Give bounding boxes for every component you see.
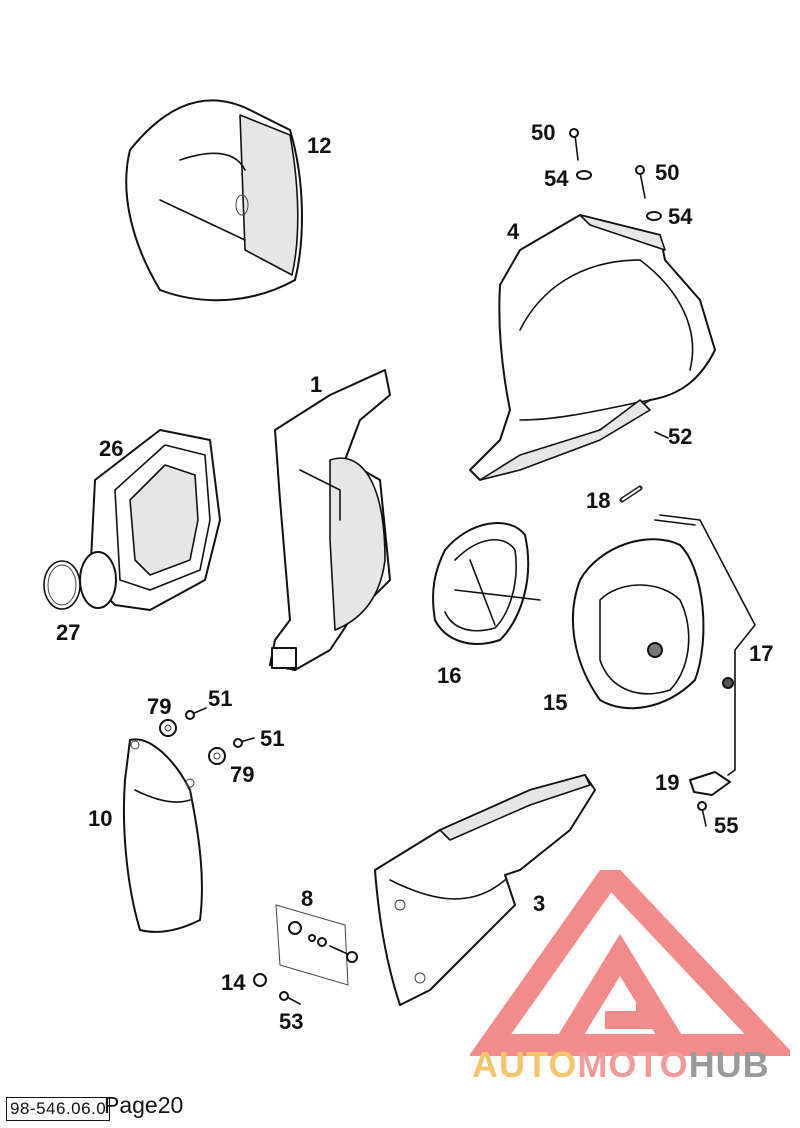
part-15-air-filter bbox=[571, 538, 705, 710]
callout-27: 27 bbox=[56, 620, 81, 645]
screw-51-b bbox=[233, 737, 255, 748]
nut-14 bbox=[253, 973, 267, 987]
screw-51-a bbox=[185, 707, 207, 720]
screw-52 bbox=[654, 431, 669, 439]
callout-26: 26 bbox=[99, 436, 124, 461]
logo-word-moto: MOTO bbox=[577, 1044, 689, 1085]
callout-53: 53 bbox=[279, 1009, 304, 1034]
washer-54-a bbox=[576, 170, 592, 180]
screw-53 bbox=[279, 991, 301, 1005]
callout-17: 17 bbox=[749, 641, 774, 666]
callout-14: 14 bbox=[221, 970, 246, 995]
callout-50: 50 bbox=[531, 120, 556, 145]
washer-54-b bbox=[646, 211, 662, 221]
callout-79: 79 bbox=[230, 762, 255, 787]
callout-55: 55 bbox=[714, 813, 739, 838]
part-12-airbox-cover bbox=[125, 99, 303, 302]
callout-4: 4 bbox=[507, 219, 520, 244]
part-8-fastener-kit bbox=[275, 904, 358, 986]
automotohub-logo bbox=[470, 870, 790, 1056]
callout-10: 10 bbox=[88, 806, 113, 831]
logo-word-hub: HUB bbox=[688, 1044, 770, 1085]
part-16-filter-cage bbox=[432, 522, 541, 645]
logo-wordmark: AUTOMOTOHUB bbox=[472, 1044, 770, 1086]
screw-55 bbox=[697, 801, 707, 827]
callout-52: 52 bbox=[668, 424, 693, 449]
callout-3: 3 bbox=[533, 891, 546, 916]
callout-50: 50 bbox=[655, 160, 680, 185]
grommet-79-b bbox=[208, 747, 226, 765]
callout-51: 51 bbox=[208, 686, 233, 711]
logo-word-auto: AUTO bbox=[472, 1044, 578, 1085]
callout-12: 12 bbox=[307, 133, 332, 158]
part-17-holder-rod bbox=[654, 514, 756, 776]
part-26-intake-boot bbox=[79, 429, 221, 611]
callout-54: 54 bbox=[544, 166, 569, 191]
callout-8: 8 bbox=[301, 886, 314, 911]
callout-15: 15 bbox=[543, 690, 568, 715]
part-1-filter-frame bbox=[269, 369, 391, 671]
part-4-airbox-housing bbox=[469, 214, 716, 481]
callout-19: 19 bbox=[655, 770, 680, 795]
part-19-bracket bbox=[689, 771, 731, 796]
callout-54: 54 bbox=[668, 204, 693, 229]
drawing-number: 98-546.06.0 bbox=[6, 1097, 111, 1121]
callout-79: 79 bbox=[147, 694, 172, 719]
part-27-hose-clamp bbox=[43, 560, 81, 610]
part-18-pin bbox=[619, 485, 643, 503]
callout-18: 18 bbox=[586, 488, 611, 513]
bolt-50-b bbox=[635, 165, 646, 199]
part-3-side-cover bbox=[374, 774, 596, 1006]
callout-1: 1 bbox=[310, 372, 323, 397]
part-10-side-panel bbox=[122, 738, 203, 933]
grommet-79-a bbox=[159, 719, 177, 737]
page-label: Page20 bbox=[104, 1092, 184, 1118]
callout-51: 51 bbox=[260, 726, 285, 751]
callout-16: 16 bbox=[437, 663, 462, 688]
bolt-50-a bbox=[569, 128, 579, 161]
